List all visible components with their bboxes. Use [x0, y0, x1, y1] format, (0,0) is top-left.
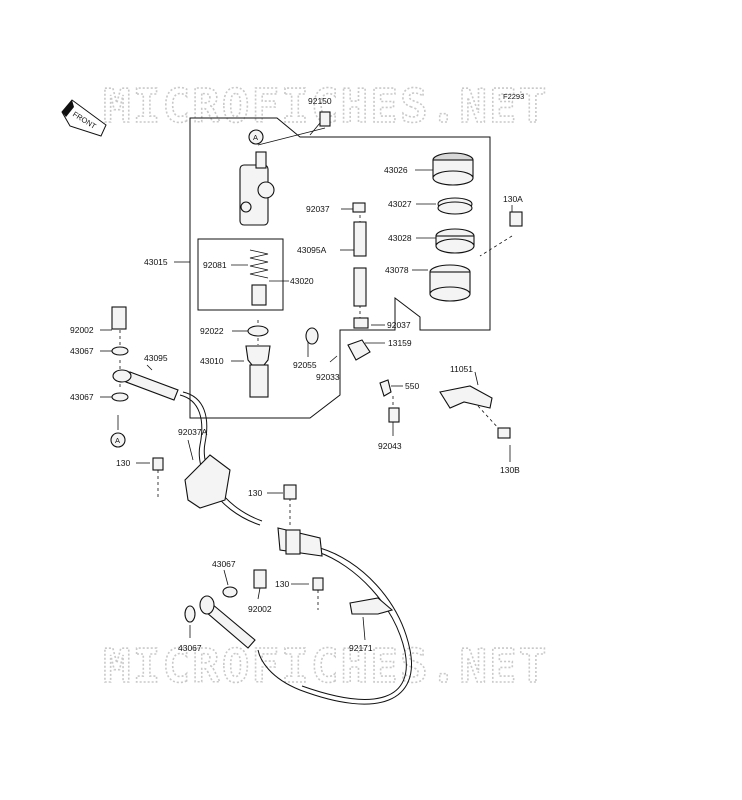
label-43067-b: 43067	[70, 392, 94, 402]
label-130B: 130B	[500, 465, 520, 475]
part-labels: 92150 43026 43027 43028 130A 92037 43095…	[70, 96, 523, 653]
label-92081: 92081	[203, 260, 227, 270]
label-43095A: 43095A	[297, 245, 327, 255]
pin-parts	[379, 379, 400, 423]
label-43028: 43028	[388, 233, 412, 243]
bracket-92037A	[152, 454, 231, 509]
label-92055: 92055	[293, 360, 317, 370]
label-43010: 43010	[200, 356, 224, 366]
label-92002-bot: 92002	[248, 604, 272, 614]
reservoir-parts	[429, 152, 475, 302]
leader-lines	[100, 122, 513, 641]
spring-piston	[245, 249, 319, 398]
banjo-fittings-upper: A	[110, 306, 129, 448]
clutch-joint	[184, 484, 394, 623]
label-92037-top: 92037	[306, 204, 330, 214]
label-92037-mid: 92037	[387, 320, 411, 330]
label-43067-a: 43067	[70, 346, 94, 356]
hose-43095	[112, 369, 263, 526]
ref-marker-a-bottom: A	[115, 436, 120, 445]
label-130-c: 130	[275, 579, 289, 589]
figure-code: F2293	[503, 92, 524, 101]
assembly-frame	[189, 117, 491, 419]
watermark-bottom: MICROFICHES.NET	[103, 639, 548, 693]
label-550: 550	[405, 381, 419, 391]
label-92150: 92150	[308, 96, 332, 106]
hose-lower	[199, 547, 412, 705]
ref-marker-a-top: A	[253, 133, 258, 142]
label-92043: 92043	[378, 441, 402, 451]
label-43026: 43026	[384, 165, 408, 175]
label-43027: 43027	[388, 199, 412, 209]
label-43020: 43020	[290, 276, 314, 286]
label-92002-top: 92002	[70, 325, 94, 335]
label-43015: 43015	[144, 257, 168, 267]
label-130-a: 130	[116, 458, 130, 468]
label-92171: 92171	[349, 643, 373, 653]
label-43078: 43078	[385, 265, 409, 275]
spring-group-box	[197, 238, 284, 311]
label-130A: 130A	[503, 194, 523, 204]
label-43067-c: 43067	[212, 559, 236, 569]
label-43095: 43095	[144, 353, 168, 363]
label-13159: 13159	[388, 338, 412, 348]
bracket-11051	[439, 211, 523, 439]
front-arrow-icon: FRONT	[61, 99, 107, 137]
master-cylinder: A	[239, 111, 331, 226]
label-92037A: 92037A	[178, 427, 208, 437]
label-92033: 92033	[316, 372, 340, 382]
reservoir-hose	[347, 202, 371, 361]
label-43067-d: 43067	[178, 643, 202, 653]
label-130-b: 130	[248, 488, 262, 498]
label-11051: 11051	[450, 364, 473, 374]
label-92022: 92022	[200, 326, 224, 336]
